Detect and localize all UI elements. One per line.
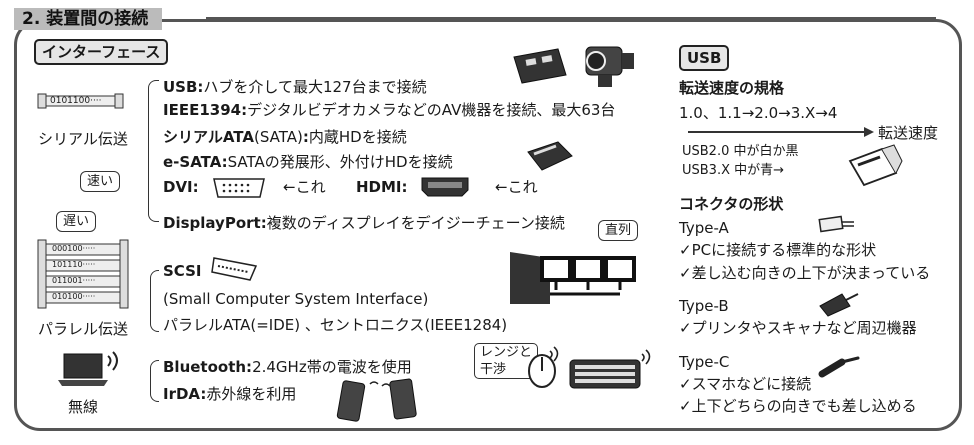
usb2-note: USB2.0 中が白か黒 — [682, 144, 799, 159]
type-c-plug-icon — [818, 356, 860, 378]
laptop-icon — [58, 351, 118, 386]
usb3-note: USB3.X 中が青→ — [682, 163, 785, 178]
serial-chip: 0101100···· — [37, 92, 124, 110]
hdmi-pointer: ←これ — [495, 178, 538, 196]
hdmi-connector-icon — [421, 177, 469, 197]
dp-key: DisplayPort: — [163, 214, 267, 232]
serial-chip-icon — [37, 93, 124, 109]
wireless-label: 無線 — [68, 398, 99, 416]
usb-key: USB: — [163, 78, 204, 96]
type-c-label: Type-C — [679, 353, 730, 371]
type-c-point-2: ✓上下どちらの向きでも差し込める — [679, 397, 917, 415]
displayport-line: DisplayPort:複数のディスプレイをデイジーチェーン接続 — [163, 214, 565, 232]
sata-line: シリアルATA(SATA):内蔵HDを接続 — [163, 128, 407, 146]
dvi-key: DVI: — [163, 178, 199, 196]
ieee-key: IEEE1394: — [163, 101, 248, 119]
parallel-chip: 000100····· 101110····· 011001····· 0101… — [37, 239, 129, 309]
parallel-chip-icon — [37, 239, 129, 309]
irda-desc: 赤外線を利用 — [206, 385, 297, 403]
scsi-connector-icon — [211, 257, 258, 281]
dvi-pointer: ←これ — [283, 178, 326, 196]
speed-arrow-head — [864, 127, 874, 137]
title-rule — [206, 17, 936, 20]
type-c-point-1: ✓スマホなどに接続 — [679, 375, 812, 393]
scsi-key: SCSI — [163, 262, 202, 280]
fast-badge: 速い — [80, 171, 121, 192]
video-camera-icon — [585, 46, 634, 87]
speed-axis-label: 転送速度 — [878, 124, 939, 142]
serial-label: シリアル伝送 — [38, 130, 128, 148]
sata-key: シリアルATA — [163, 128, 254, 146]
bluetooth-key: Bluetooth: — [163, 358, 253, 376]
slow-badge: 遅い — [56, 211, 97, 232]
interface-tag: インターフェース — [34, 39, 169, 65]
sata-mid: (SATA) — [253, 128, 303, 146]
interference-badge: レンジと 干渉 — [474, 343, 539, 379]
type-a-point-1: ✓PCに接続する標準的な形状 — [679, 241, 877, 259]
sata-colon: : — [302, 128, 309, 146]
phones-irda-icon — [336, 378, 417, 422]
ieee-line: IEEE1394:デジタルビデオカメラなどのAV機器を接続、最大63台 — [163, 101, 615, 119]
hdmi-key: HDMI: — [356, 178, 408, 196]
parallel-row: 000100····· — [52, 244, 96, 253]
type-b-label: Type-B — [679, 297, 729, 315]
serial-bits: 0101100···· — [50, 96, 102, 106]
serial-brace — [148, 80, 159, 222]
parallel-row: 010100····· — [52, 292, 96, 301]
ieee-desc: デジタルビデオカメラなどのAV機器を接続、最大63台 — [247, 101, 616, 119]
wireless-brace — [150, 360, 159, 402]
section-frame — [14, 19, 962, 431]
dp-desc: 複数のディスプレイをデイジーチェーン接続 — [266, 214, 565, 232]
connector-heading: コネクタの形状 — [679, 195, 784, 213]
parallel-brace — [150, 270, 159, 332]
usb-tag: USB — [679, 45, 730, 71]
type-a-point-2: ✓差し込む向きの上下が決まっている — [679, 264, 931, 282]
daisy-chain-monitors-icon — [510, 252, 636, 304]
type-b-plug-icon — [819, 293, 859, 317]
parallel-row: 101110····· — [52, 260, 96, 269]
usb-desc: ハブを介して最大127台まで接続 — [203, 78, 427, 96]
bluetooth-line: Bluetooth:2.4GHz帯の電波を使用 — [163, 358, 412, 376]
sata-desc: 内蔵HDを接続 — [308, 128, 407, 146]
interference-line-1: レンジと — [480, 345, 533, 360]
speed-heading: 転送速度の規格 — [679, 79, 785, 97]
usb-hub-icon — [513, 48, 567, 84]
usb-line: USB:ハブを介して最大127台まで接続 — [163, 78, 427, 96]
dvi-connector-icon — [213, 178, 265, 198]
parallel-label: パラレル伝送 — [38, 320, 129, 338]
usb3-plug-icon — [848, 144, 903, 187]
esata-key: e-SATA: — [163, 153, 228, 171]
parallel-ata-line: パラレルATA(=IDE) 、セントロニクス(IEEE1284) — [163, 316, 508, 334]
type-a-label: Type-A — [679, 219, 729, 237]
interference-line-2: 干渉 — [480, 362, 507, 377]
daisy-chain-badge: 直列 — [598, 220, 639, 241]
esata-line: e-SATA:SATAの発展形、外付けHDを接続 — [163, 153, 453, 171]
wireless-keyboard-icon — [569, 349, 651, 389]
speed-arrow-line — [688, 131, 866, 133]
section-title: 2. 装置間の接続 — [14, 8, 163, 30]
irda-key: IrDA: — [163, 385, 207, 403]
irda-line: IrDA:赤外線を利用 — [163, 385, 296, 403]
parallel-row: 011001····· — [52, 276, 96, 285]
esata-connector-icon — [527, 141, 573, 171]
usb-versions: 1.0、1.1→2.0→3.X→4 — [679, 104, 838, 122]
type-b-point-1: ✓プリンタやスキャナなど周辺機器 — [679, 319, 917, 337]
scsi-fullname: (Small Computer System Interface) — [163, 290, 429, 308]
wireless-mouse-icon — [528, 346, 559, 388]
esata-desc: SATAの発展形、外付けHDを接続 — [227, 153, 453, 171]
bluetooth-desc: 2.4GHz帯の電波を使用 — [252, 358, 412, 376]
type-a-plug-icon — [818, 215, 854, 233]
